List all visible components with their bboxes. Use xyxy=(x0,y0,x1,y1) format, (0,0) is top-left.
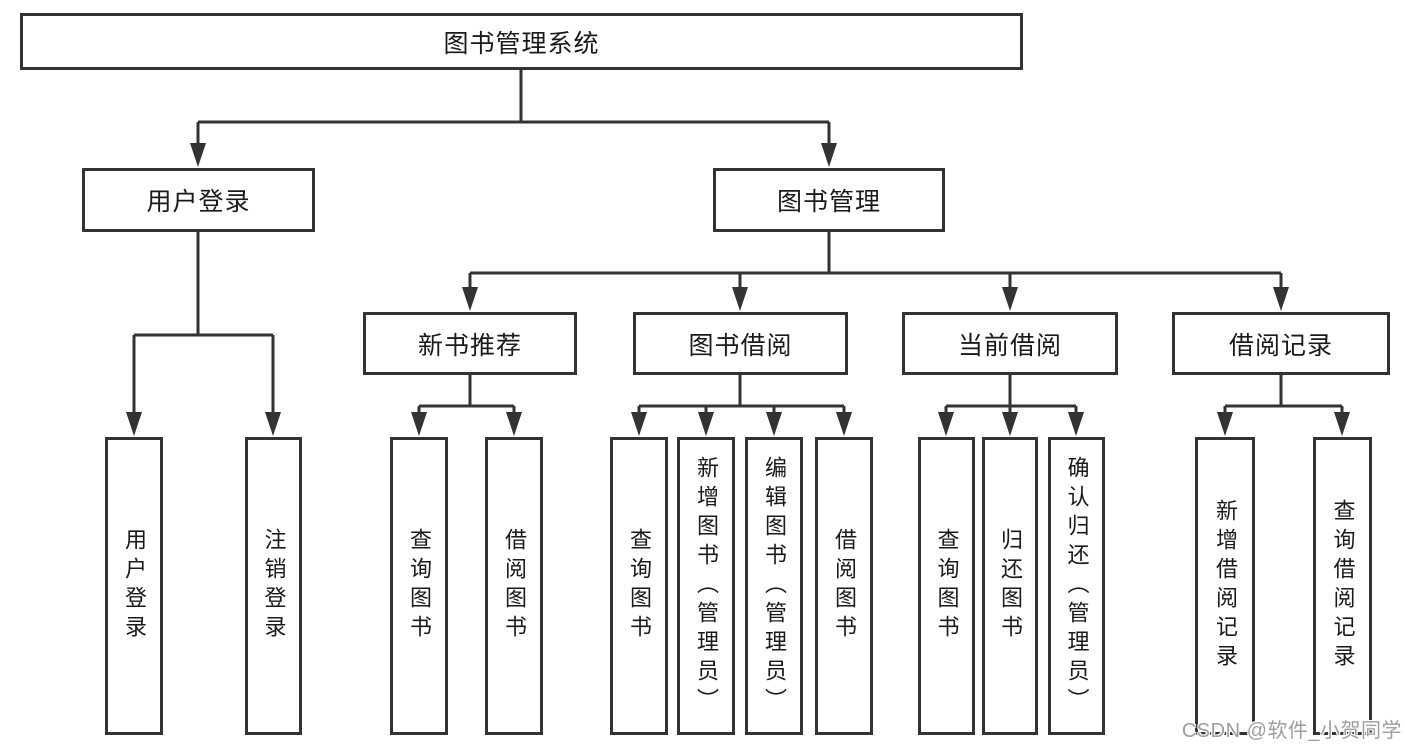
connector-book-borrow-children xyxy=(637,375,846,416)
node-leaf-logout: 注销登录 xyxy=(245,437,302,735)
node-label: 确认归还（管理员） xyxy=(1064,455,1090,717)
node-leaf-user-login: 用户登录 xyxy=(105,437,163,735)
node-label: 图书管理系统 xyxy=(443,29,600,58)
connector-root-to-level2 xyxy=(196,70,831,147)
node-label: 图书管理 xyxy=(776,188,881,216)
node-book-borrow: 图书借阅 xyxy=(633,312,848,375)
node-label: 查询图书 xyxy=(934,528,960,644)
node-library-management-system: 图书管理系统 xyxy=(20,13,1023,70)
node-label: 注销登录 xyxy=(261,528,287,644)
node-user-login: 用户登录 xyxy=(82,168,315,232)
node-leaf-add-books-admin: 新增图书（管理员） xyxy=(677,437,735,735)
node-book-management: 图书管理 xyxy=(713,168,945,232)
node-label: 查询图书 xyxy=(407,528,432,644)
node-new-book-recommend: 新书推荐 xyxy=(363,312,577,375)
node-label: 编辑图书（管理员） xyxy=(762,455,787,717)
node-label: 借阅图书 xyxy=(502,528,527,644)
node-leaf-add-borrow-record: 新增借阅记录 xyxy=(1195,437,1255,735)
csdn-watermark: CSDN @软件_小贺同学 xyxy=(1181,720,1402,742)
connector-user-login-children xyxy=(132,232,275,416)
connector-current-borrow-children xyxy=(944,375,1078,416)
node-label: 用户登录 xyxy=(146,188,251,216)
node-leaf-query-books-recommend: 查询图书 xyxy=(390,437,448,735)
node-leaf-confirm-return-admin: 确认归还（管理员） xyxy=(1048,437,1105,735)
node-label: 查询借阅记录 xyxy=(1330,499,1356,673)
node-leaf-query-borrow-record: 查询借阅记录 xyxy=(1313,437,1372,735)
connector-book-management-children xyxy=(468,232,1283,291)
node-label: 借阅图书 xyxy=(832,528,857,644)
node-label: 新增图书（管理员） xyxy=(694,455,719,717)
node-label: 当前借阅 xyxy=(957,331,1062,360)
node-label: 归还图书 xyxy=(998,528,1023,644)
node-leaf-borrow-books-recommend: 借阅图书 xyxy=(485,437,543,735)
node-label: 查询图书 xyxy=(627,528,652,644)
connector-borrow-records-children xyxy=(1223,375,1344,416)
node-label: 用户登录 xyxy=(122,528,147,644)
node-leaf-query-books-borrow: 查询图书 xyxy=(610,437,668,735)
node-leaf-query-books-current: 查询图书 xyxy=(918,437,975,735)
connector-new-book-children xyxy=(417,375,516,416)
node-current-borrow: 当前借阅 xyxy=(902,312,1118,375)
node-leaf-return-books: 归还图书 xyxy=(982,437,1038,735)
node-label: 新增借阅记录 xyxy=(1213,499,1238,673)
node-borrow-records: 借阅记录 xyxy=(1172,312,1390,375)
node-leaf-edit-books-admin: 编辑图书（管理员） xyxy=(745,437,803,735)
node-label: 图书借阅 xyxy=(688,331,793,360)
node-leaf-borrow-books: 借阅图书 xyxy=(815,437,873,735)
arrowheads xyxy=(126,143,1350,436)
node-label: 新书推荐 xyxy=(417,331,522,360)
node-label: 借阅记录 xyxy=(1228,331,1333,360)
